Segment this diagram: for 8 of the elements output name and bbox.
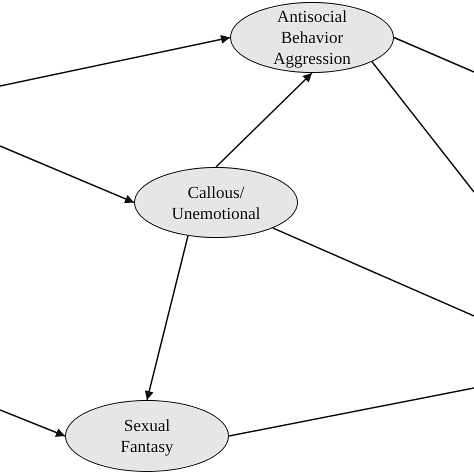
node-label: Antisocial Behavior Aggression: [272, 6, 352, 69]
node-label: Sexual Fantasy: [120, 415, 174, 457]
arrow: [0, 409, 66, 437]
arrow: [0, 145, 134, 204]
arrow: [0, 34, 230, 87]
arrow: [215, 72, 313, 168]
node-label: Callous/ Unemotional: [170, 182, 262, 224]
arrow: [144, 236, 189, 400]
